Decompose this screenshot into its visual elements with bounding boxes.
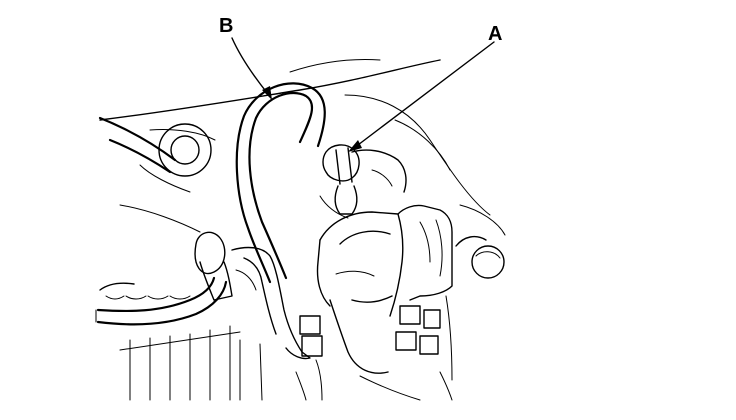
callout-label-a: A bbox=[488, 23, 502, 45]
bleeder-cap bbox=[194, 231, 233, 301]
bolt-head-right bbox=[455, 235, 505, 279]
housing-outline bbox=[99, 59, 506, 236]
caliper-body bbox=[316, 204, 453, 374]
mounting-bracket bbox=[231, 246, 311, 360]
bleeder-screw-a bbox=[319, 144, 407, 219]
brake-hose-b bbox=[235, 82, 326, 284]
callout-label-b: B bbox=[219, 15, 233, 37]
brake-line-left bbox=[95, 276, 228, 326]
leader-lines bbox=[231, 37, 495, 152]
lower-housing bbox=[99, 282, 453, 401]
mounting-boss-left bbox=[98, 116, 212, 177]
